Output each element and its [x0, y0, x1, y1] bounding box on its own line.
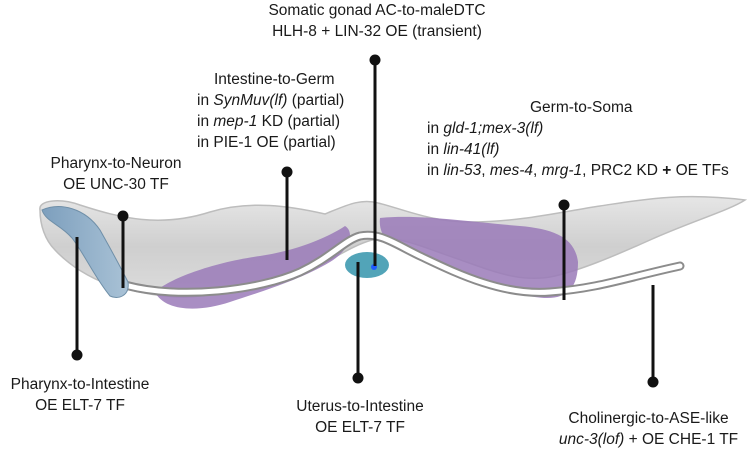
row-suffix: (partial) — [287, 92, 345, 109]
label-somatic-gonad-line1: Somatic gonad AC-to-maleDTC — [268, 2, 486, 19]
intestine-to-germ-row1: in SynMuv(lf) (partial) — [197, 90, 344, 111]
callout-dot-pharynx-to-intestine — [71, 349, 83, 361]
pharynx-to-neuron-line2: OE UNC-30 TF — [63, 176, 169, 193]
callout-dot-pharynx-to-neuron — [117, 210, 129, 222]
oe-tfs: OE TFs — [671, 162, 729, 179]
label-pharynx-to-intestine: Pharynx-to-Intestine OE ELT-7 TF — [0, 374, 160, 416]
uterus-to-intestine-line2: OE ELT-7 TF — [315, 419, 405, 436]
germ-to-soma-row1: in gld-1;mex-3(lf) — [427, 118, 729, 139]
germ-to-soma-row2: in lin-41(lf) — [427, 139, 729, 160]
intestine-to-germ-title: Intestine-to-Germ — [214, 71, 335, 88]
separator: , — [533, 162, 542, 179]
germ-to-soma-row3: in lin-53, mes-4, mrg-1, PRC2 KD + OE TF… — [427, 160, 729, 181]
row-prefix: in — [427, 141, 444, 158]
separator: , — [481, 162, 490, 179]
intestine-posterior — [379, 216, 578, 299]
gene-lin-53: lin-53 — [443, 162, 482, 179]
callout-dot-cholinergic-to-ase — [647, 376, 659, 388]
oe-tf: + OE CHE-1 TF — [624, 431, 739, 448]
row-genotype: mep-1 — [213, 113, 258, 130]
gonad-cell — [345, 252, 389, 278]
prc2-kd: , PRC2 KD — [582, 162, 663, 179]
uterus-to-intestine-line1: Uterus-to-Intestine — [296, 398, 424, 415]
genotype: unc-3(lof) — [558, 431, 625, 448]
row-prefix: in — [427, 120, 444, 137]
gene-mes-4: mes-4 — [489, 162, 533, 179]
row-genotype: lin-41(lf) — [443, 141, 500, 158]
callout-dot-somatic-gonad — [369, 54, 381, 66]
label-somatic-gonad: Somatic gonad AC-to-maleDTC HLH-8 + LIN-… — [222, 0, 532, 42]
label-intestine-to-germ: Intestine-to-Germ in SynMuv(lf) (partial… — [197, 69, 344, 153]
cholinergic-to-ase-line2: unc-3(lof) + OE CHE-1 TF — [550, 429, 747, 450]
row-prefix: in — [197, 92, 214, 109]
row-genotype: gld-1;mex-3(lf) — [443, 120, 544, 137]
row-prefix: in — [427, 162, 444, 179]
callout-dot-uterus-to-intestine — [352, 372, 364, 384]
label-germ-to-soma: Germ-to-Soma in gld-1;mex-3(lf) in lin-4… — [427, 97, 729, 181]
label-uterus-to-intestine: Uterus-to-Intestine OE ELT-7 TF — [275, 396, 445, 438]
pharynx-to-intestine-line1: Pharynx-to-Intestine — [10, 376, 150, 393]
pharynx-to-intestine-line2: OE ELT-7 TF — [35, 397, 125, 414]
row-suffix: KD (partial) — [257, 113, 340, 130]
cholinergic-to-ase-line1: Cholinergic-to-ASE-like — [568, 410, 729, 427]
label-somatic-gonad-line2: HLH-8 + LIN-32 OE (transient) — [272, 23, 482, 40]
row-prefix: in — [197, 113, 214, 130]
plus-sign: + — [662, 162, 672, 179]
callout-dot-germ-to-soma — [558, 199, 570, 211]
intestine-to-germ-row3: in PIE-1 OE (partial) — [197, 134, 336, 151]
label-cholinergic-to-ase: Cholinergic-to-ASE-like unc-3(lof) + OE … — [550, 408, 747, 450]
row-genotype: SynMuv(lf) — [213, 92, 288, 109]
pharynx-to-neuron-line1: Pharynx-to-Neuron — [50, 155, 182, 172]
gene-mrg-1: mrg-1 — [541, 162, 583, 179]
gut-lumen-inner — [122, 232, 683, 295]
germ-to-soma-title: Germ-to-Soma — [530, 99, 633, 116]
callout-dot-intestine-to-germ — [281, 166, 293, 178]
intestine-to-germ-row2: in mep-1 KD (partial) — [197, 111, 344, 132]
label-pharynx-to-neuron: Pharynx-to-Neuron OE UNC-30 TF — [36, 153, 196, 195]
pharynx — [41, 206, 129, 298]
